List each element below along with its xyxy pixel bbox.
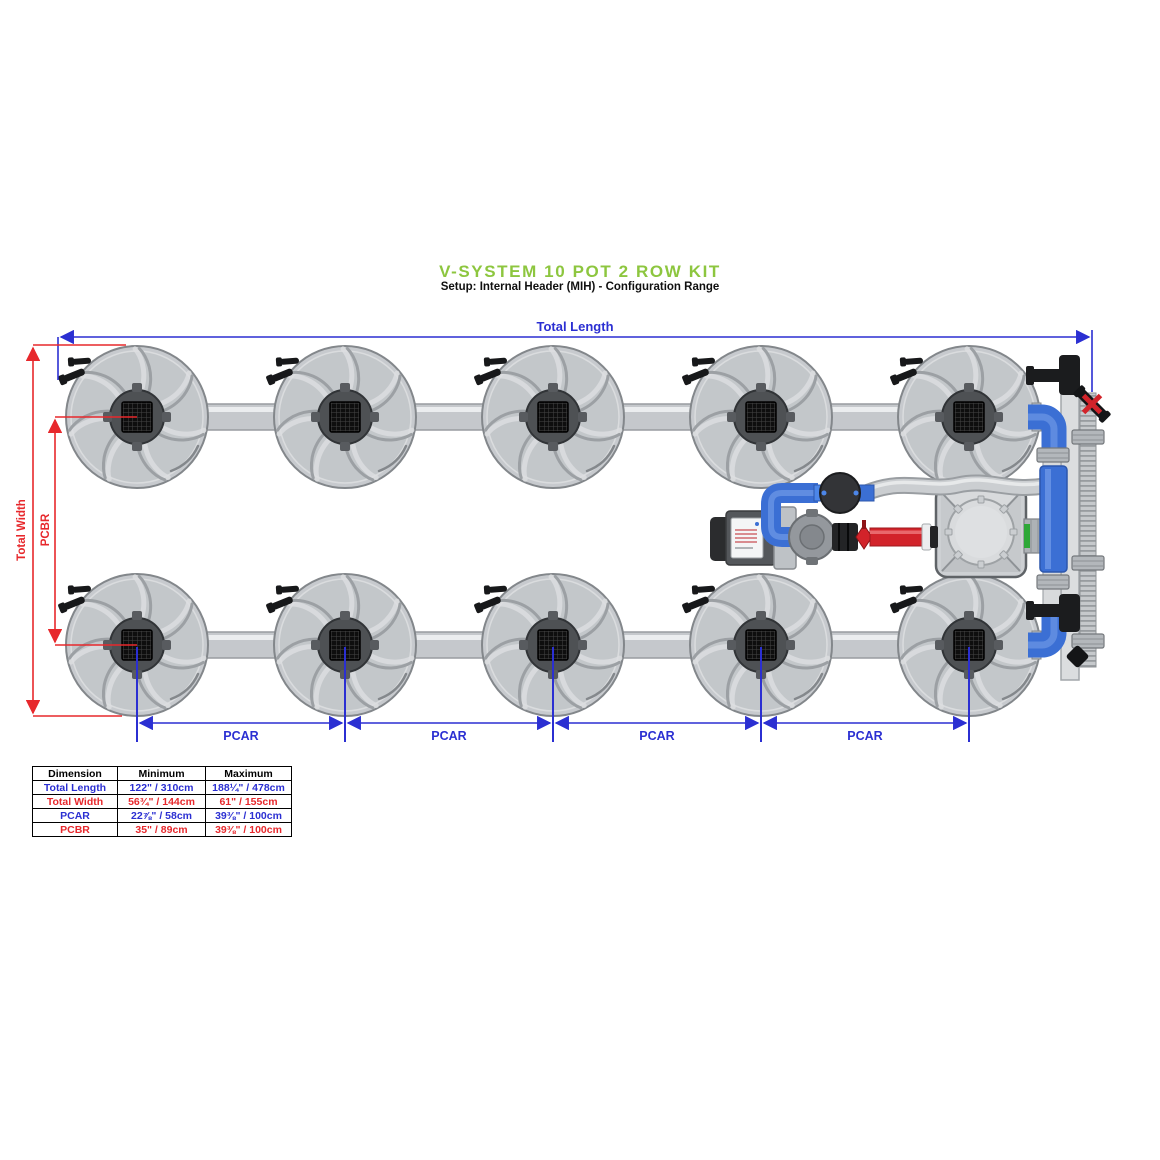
pot	[266, 346, 416, 488]
union-fitting	[832, 523, 858, 551]
motor-end-cap	[710, 517, 730, 561]
drain-valve	[1073, 385, 1111, 423]
pot	[474, 574, 624, 716]
table-row-pcbr: PCBR 35" / 89cm 39⅜" / 100cm	[32, 822, 292, 837]
pot	[890, 346, 1040, 488]
barb-fitting	[1066, 645, 1089, 668]
page-subtitle: Setup: Internal Header (MIH) - Configura…	[440, 281, 720, 293]
table-header-dimension: Dimension	[32, 766, 118, 781]
pot	[682, 574, 832, 716]
supply-valve	[855, 520, 873, 550]
pot	[266, 574, 416, 716]
cell-dimension: Total Width	[32, 794, 118, 809]
pcar-label: PCAR	[847, 729, 882, 743]
pot	[682, 346, 832, 488]
total-length-label: Total Length	[536, 319, 613, 334]
cell-dimension: PCBR	[32, 822, 118, 837]
table-row-pcar: PCAR 22⅞" / 58cm 39⅜" / 100cm	[32, 808, 292, 823]
inline-filter-valve	[819, 472, 861, 514]
tee-fitting-bottom	[1026, 594, 1080, 632]
table-header-row: Dimension Minimum Maximum	[32, 766, 292, 781]
reservoir	[934, 485, 1045, 579]
pcar-label: PCAR	[431, 729, 466, 743]
page-title: V-SYSTEM 10 POT 2 ROW KIT	[439, 262, 721, 281]
header-pipe	[862, 474, 1046, 501]
dimensions: Total Length Total Width PCBR	[16, 319, 1093, 743]
total-width-label: Total Width	[16, 499, 28, 561]
cell-minimum: 35" / 89cm	[117, 822, 206, 837]
sight-indicator	[1024, 524, 1030, 548]
cell-maximum: 39⅜" / 100cm	[205, 822, 292, 837]
table-row-total-length: Total Length 122" / 310cm 188¼" / 478cm	[32, 780, 292, 795]
pcbr-label: PCBR	[40, 513, 52, 546]
pot	[890, 574, 1040, 716]
cell-dimension: Total Length	[32, 780, 118, 795]
table-row-total-width: Total Width 56¾" / 144cm 61" / 155cm	[32, 794, 292, 809]
diagram-header: V-SYSTEM 10 POT 2 ROW KIT Setup: Interna…	[0, 262, 1160, 294]
cell-minimum: 56¾" / 144cm	[117, 794, 206, 809]
manifold-tee-block	[1039, 465, 1068, 573]
pot	[474, 346, 624, 488]
table-header-minimum: Minimum	[117, 766, 206, 781]
pump-assembly	[710, 472, 938, 570]
cell-minimum: 122" / 310cm	[117, 780, 206, 795]
dimension-table: Dimension Minimum Maximum Total Length 1…	[32, 766, 292, 837]
cell-dimension: PCAR	[32, 808, 118, 823]
pcar-label: PCAR	[223, 729, 258, 743]
pcar-label: PCAR	[639, 729, 674, 743]
tee-fitting-top	[1026, 355, 1080, 395]
cell-maximum: 188¼" / 478cm	[205, 780, 292, 795]
cell-minimum: 22⅞" / 58cm	[117, 808, 206, 823]
cell-maximum: 39⅜" / 100cm	[205, 808, 292, 823]
table-header-maximum: Maximum	[205, 766, 292, 781]
cell-maximum: 61" / 155cm	[205, 794, 292, 809]
